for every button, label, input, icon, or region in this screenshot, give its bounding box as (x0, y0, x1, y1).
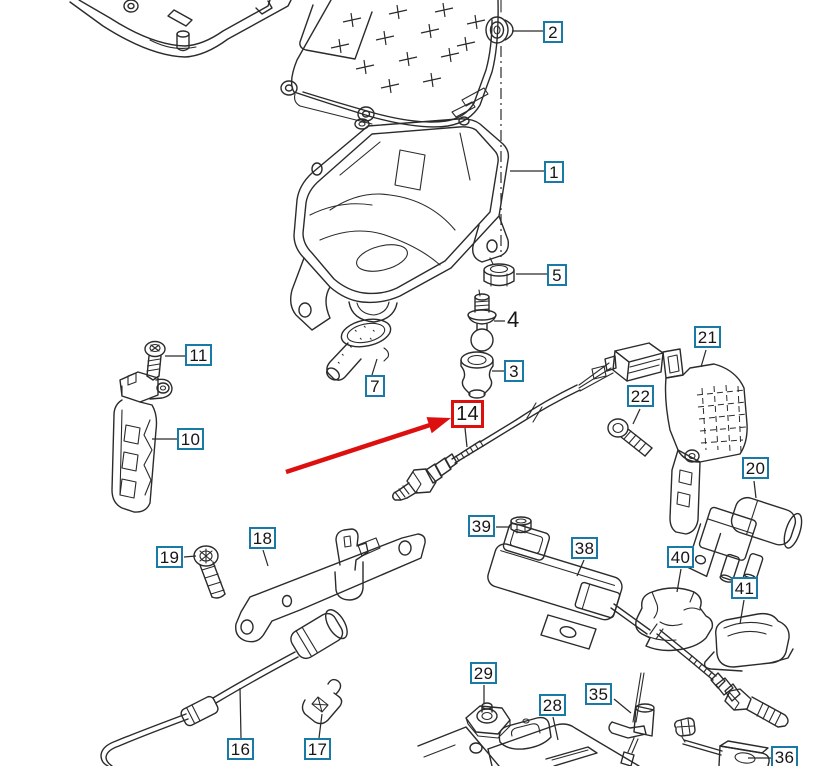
callout-10[interactable]: 10 (177, 428, 204, 450)
part-module-28 (417, 716, 640, 766)
callout-35[interactable]: 35 (585, 683, 612, 705)
part-air-housing-1 (289, 116, 510, 331)
part-bracket-18 (235, 528, 426, 643)
highlight-arrow (285, 417, 451, 475)
part-clip-40 (635, 587, 714, 652)
part-screw-19 (193, 545, 226, 599)
part-cable-16 (100, 609, 348, 766)
part-breather-7 (326, 318, 392, 381)
part-screw-11 (144, 340, 166, 381)
callout-39[interactable]: 39 (468, 515, 495, 537)
part-sensor-10 (111, 371, 173, 513)
callout-22[interactable]: 22 (627, 385, 654, 407)
callout-41[interactable]: 41 (731, 577, 758, 599)
leader-lines (152, 30, 771, 759)
part-lambda-sensor-rear (610, 603, 789, 728)
part-lambda-sensor-14 (392, 342, 664, 501)
callout-7[interactable]: 7 (365, 375, 385, 397)
part-screw-22 (607, 418, 653, 457)
part-module-38 (487, 522, 623, 650)
callout-28[interactable]: 28 (539, 694, 566, 716)
part-engine-cover (280, 0, 499, 128)
part-antenna-35 (608, 672, 655, 766)
callout-36[interactable]: 36 (771, 746, 798, 766)
callout-4-label[interactable]: 4 (507, 307, 520, 332)
callout-5[interactable]: 5 (547, 264, 567, 286)
callout-16[interactable]: 16 (227, 738, 254, 760)
callout-3[interactable]: 3 (504, 360, 524, 382)
callout-19[interactable]: 19 (156, 546, 183, 568)
callout-14-highlighted[interactable]: 14 (451, 400, 484, 428)
part-grommet-3 (460, 351, 494, 399)
callout-21[interactable]: 21 (694, 326, 721, 348)
callout-20[interactable]: 20 (742, 457, 769, 479)
callout-11[interactable]: 11 (185, 344, 212, 366)
part-clamp-41 (703, 612, 794, 672)
part-nut-5 (483, 263, 515, 287)
part-clip-17 (301, 678, 343, 725)
part-bracket-21 (662, 348, 748, 535)
callout-1[interactable]: 1 (544, 161, 564, 183)
callout-40[interactable]: 40 (667, 546, 694, 568)
part-ball-stud-4 (467, 289, 497, 352)
callout-38[interactable]: 38 (571, 537, 598, 559)
callout-29[interactable]: 29 (470, 662, 497, 684)
cover-hatch-marks (330, 2, 486, 94)
callout-17[interactable]: 17 (304, 738, 331, 760)
breather-stipple (337, 325, 375, 364)
part-grommet-2 (485, 16, 514, 44)
callout-18[interactable]: 18 (249, 527, 276, 549)
part-grommet-29 (465, 702, 511, 739)
part-cover-top-left (69, 0, 292, 58)
part-sensor-36 (674, 717, 770, 766)
callout-2[interactable]: 2 (543, 21, 563, 43)
